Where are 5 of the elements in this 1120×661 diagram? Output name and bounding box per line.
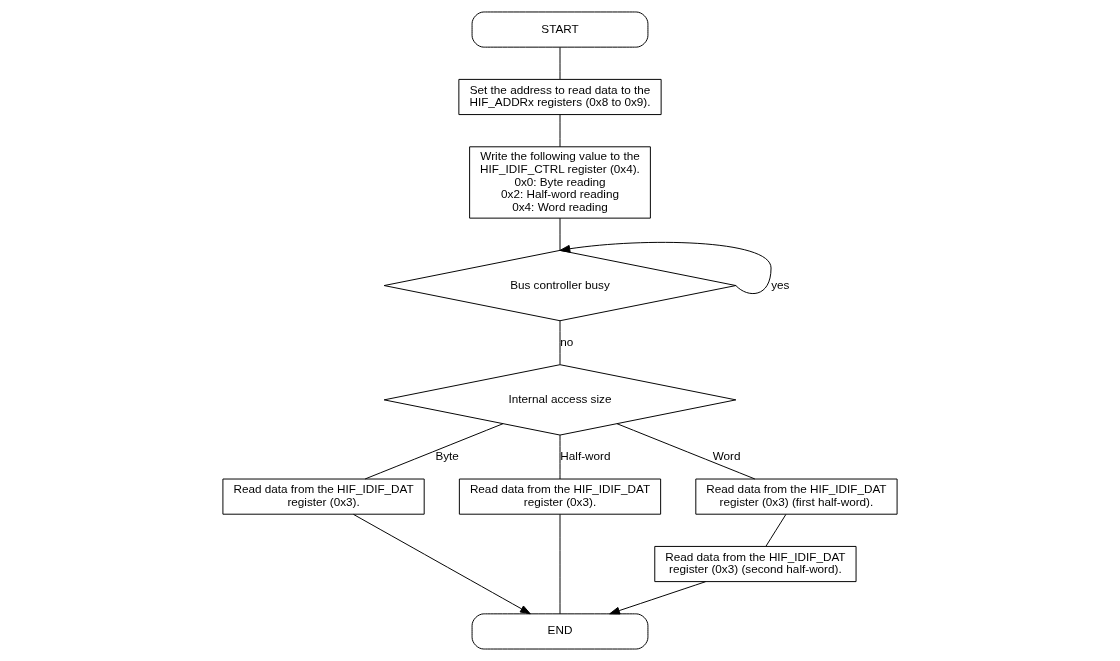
edge-label: Word <box>712 449 741 463</box>
edge-label: Half-word <box>560 449 611 463</box>
edge-label: yes <box>771 277 790 291</box>
edge-label: no <box>560 334 574 348</box>
edge-label: Byte <box>435 449 459 463</box>
